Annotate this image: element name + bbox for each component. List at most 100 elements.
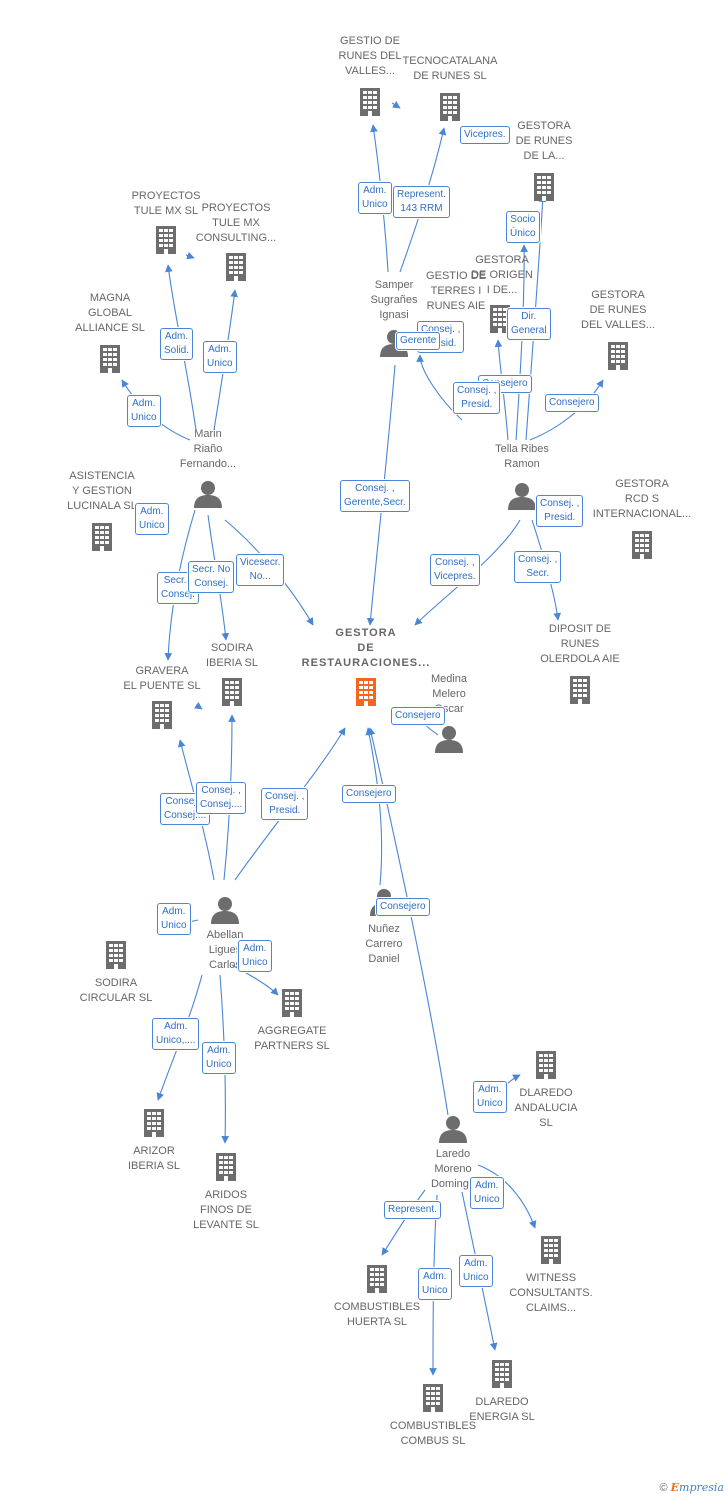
relation-label[interactable]: Represent. <box>384 1201 441 1219</box>
building-icon <box>226 253 246 281</box>
building-icon <box>360 88 380 116</box>
person-node[interactable]: Tella Ribes Ramon <box>476 442 568 512</box>
focus-company-node[interactable]: GESTORA DE RESTAURACIONES... <box>290 626 442 709</box>
person-name: Samper Sugrañes Ignasi <box>370 279 418 321</box>
company-node[interactable]: GESTORA RCD S INTERNACIONAL... <box>586 477 698 562</box>
company-name: PROYECTOS TULE MX SL <box>131 190 201 217</box>
person-name: Nuñez Carrero Daniel <box>365 923 403 965</box>
relation-label[interactable]: Adm. Unico <box>127 395 161 427</box>
building-icon <box>152 701 172 729</box>
building-icon <box>100 345 120 373</box>
relation-label[interactable]: Adm. Unico <box>203 341 237 373</box>
company-name: GESTORA DE RESTAURACIONES... <box>301 627 431 669</box>
relation-label[interactable]: Socio Único <box>506 211 540 243</box>
company-name: TECNOCATALANA DE RUNES SL <box>402 55 498 82</box>
building-icon <box>106 941 126 969</box>
person-icon <box>508 483 536 510</box>
company-node[interactable]: DIPOSIT DE RUNES OLERDOLA AIE <box>526 622 634 707</box>
relation-label[interactable]: Adm. Unico <box>238 940 272 972</box>
copyright-symbol: © <box>659 1482 668 1494</box>
company-node[interactable]: AGGREGATE PARTNERS SL <box>238 986 346 1054</box>
company-name: COMBUSTIBLES COMBUS SL <box>389 1420 477 1447</box>
company-name: DLAREDO ANDALUCIA SL <box>514 1087 578 1129</box>
person-node[interactable]: Nuñez Carrero Daniel <box>346 888 422 967</box>
relation-label[interactable]: Consej. , Secr. <box>514 551 562 583</box>
building-icon <box>282 989 302 1017</box>
company-node[interactable]: DLAREDO ENERGIA SL <box>454 1357 550 1425</box>
relation-label[interactable]: Adm. Unico <box>157 903 191 935</box>
company-name: WITNESS CONSULTANTS. CLAIMS... <box>509 1272 593 1314</box>
relation-label[interactable]: Dir. General <box>507 308 551 340</box>
building-icon <box>632 531 652 559</box>
edge <box>185 251 195 260</box>
person-name: Marin Riaño Fernando... <box>179 428 237 470</box>
relation-label[interactable]: Vicesecr. No... <box>236 554 285 586</box>
relation-label[interactable]: Adm. Unico <box>135 503 169 535</box>
relation-label[interactable]: Consej. , Presid. <box>261 788 309 820</box>
relation-label[interactable]: Adm. Unico <box>418 1268 452 1300</box>
company-node[interactable]: GRAVERA EL PUENTE SL <box>110 664 214 732</box>
company-node[interactable]: PROYECTOS TULE MX CONSULTING... <box>186 201 286 284</box>
person-node[interactable]: Marin Riaño Fernando... <box>162 427 254 510</box>
edge <box>515 244 528 441</box>
building-icon <box>222 678 242 706</box>
company-node[interactable]: GESTORA DE RUNES DE LA... <box>496 119 592 204</box>
person-node[interactable]: Samper Sugrañes Ignasi <box>354 278 434 359</box>
company-node[interactable]: COMBUSTIBLES HUERTA SL <box>322 1262 432 1330</box>
relation-label[interactable]: Consejero <box>342 785 396 803</box>
person-icon <box>439 1116 467 1143</box>
building-icon <box>440 93 460 121</box>
building-icon <box>216 1153 236 1181</box>
relation-label[interactable]: Consejero <box>545 394 599 412</box>
company-name: SODIRA CIRCULAR SL <box>79 977 153 1004</box>
building-icon <box>156 226 176 254</box>
relation-label[interactable]: Adm. Unico <box>202 1042 236 1074</box>
company-node[interactable]: GESTIO DE TERRES I RUNES AIE <box>410 269 502 314</box>
person-node[interactable]: Laredo Moreno Domingo <box>410 1115 496 1192</box>
edge <box>416 354 463 421</box>
relation-label[interactable]: Consej. , Presid. <box>453 382 501 414</box>
relation-label[interactable]: Consej. , Vicepres. <box>430 554 480 586</box>
company-node[interactable]: WITNESS CONSULTANTS. CLAIMS... <box>496 1233 606 1316</box>
relation-label[interactable]: Consejero <box>391 707 445 725</box>
relation-label[interactable]: Adm. Unico,.... <box>152 1018 200 1050</box>
company-node[interactable]: DLAREDO ANDALUCIA SL <box>500 1048 592 1131</box>
company-node[interactable]: TECNOCATALANA DE RUNES SL <box>398 54 502 124</box>
company-node[interactable]: ARIDOS FINOS DE LEVANTE SL <box>176 1150 276 1233</box>
building-icon <box>423 1384 443 1412</box>
relation-label[interactable]: Adm. Unico <box>473 1081 507 1113</box>
relation-label[interactable]: Consej. , Consej.... <box>196 782 247 814</box>
building-icon <box>536 1051 556 1079</box>
relation-label[interactable]: Adm. Unico <box>358 182 392 214</box>
building-icon <box>144 1109 164 1137</box>
company-node[interactable]: SODIRA CIRCULAR SL <box>66 938 166 1006</box>
company-node[interactable]: GESTIO DE RUNES DEL VALLES... <box>322 34 418 119</box>
company-node[interactable]: COMBUSTIBLES COMBUS SL <box>378 1381 488 1449</box>
edge <box>525 194 547 441</box>
building-icon <box>492 1360 512 1388</box>
company-name: GESTORA RCD S INTERNACIONAL... <box>592 478 692 520</box>
building-icon <box>356 678 376 706</box>
relation-label[interactable]: Consej. , Presid. <box>536 495 584 527</box>
relation-label[interactable]: Vicepres. <box>460 126 510 144</box>
relation-label[interactable]: Adm. Solid. <box>160 328 194 360</box>
company-node[interactable]: ASISTENCIA Y GESTION LUCINALA SL <box>50 469 154 554</box>
company-node[interactable]: PROYECTOS TULE MX SL <box>118 189 214 257</box>
company-node[interactable]: GESTORA DE RUNES DEL VALLES... <box>566 288 670 373</box>
relation-label[interactable]: Adm. Unico <box>470 1177 504 1209</box>
edge <box>381 1189 426 1256</box>
relation-label[interactable]: Adm. Unico <box>459 1255 493 1287</box>
person-name: Abellan Ligues Carlos <box>206 929 244 971</box>
relation-label[interactable]: Consej. , Gerente,Secr. <box>340 480 410 512</box>
person-node[interactable]: Abellan Ligues Carlos <box>184 896 266 973</box>
company-node[interactable]: MAGNA GLOBAL ALLIANCE SL <box>60 291 160 376</box>
company-node[interactable]: SODIRA IBERIA SL <box>186 641 278 709</box>
company-node[interactable]: GESTORA DE ORIGEN I DE... <box>460 253 544 336</box>
relation-label[interactable]: Gerente <box>396 332 441 350</box>
relation-label[interactable]: Secr. No Consej. <box>188 561 235 593</box>
relation-label[interactable]: Represent. 143 RRM <box>393 186 450 218</box>
relation-label[interactable]: Consejero <box>376 898 430 916</box>
company-node[interactable]: ARIZOR IBERIA SL <box>108 1106 200 1174</box>
edge <box>391 101 401 109</box>
brand-name: mpresia <box>679 1481 724 1494</box>
